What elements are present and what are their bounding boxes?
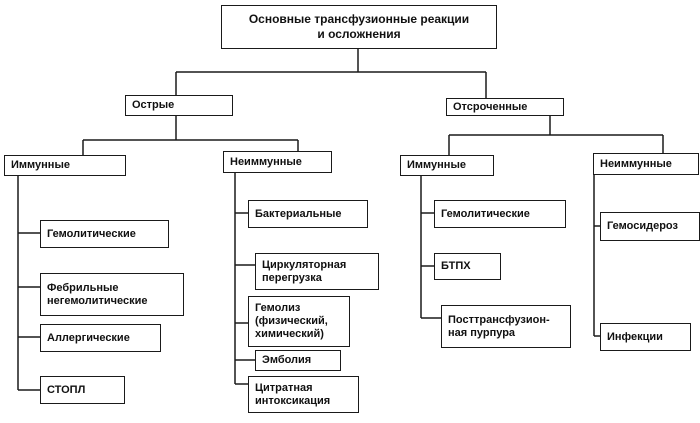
leaf-hemosiderosis: Гемосидероз [600,212,700,241]
leaf-gvhd: БТПХ [434,253,501,280]
delayed-immune-node: Иммунные [400,155,494,176]
leaf-label: Гемолитические [47,227,136,240]
leaf-citrate-intoxication: Цитратная интоксикация [248,376,359,413]
leaf-label: Инфекции [607,330,663,343]
acute-nonimmune-label: Неиммунные [230,155,302,168]
leaf-febrile: Фебрильные негемолитические [40,273,184,316]
acute-node: Острые [125,95,233,116]
leaf-label: Циркуляторная перегрузка [262,258,347,284]
leaf-circulatory-overload: Циркуляторная перегрузка [255,253,379,290]
leaf-allergic: Аллергические [40,324,161,352]
acute-immune-label: Иммунные [11,159,70,171]
leaf-label: Посттрансфузион- ная пурпура [448,313,550,339]
delayed-label: Отсроченные [453,100,528,113]
leaf-hemolytic-acute: Гемолитические [40,220,169,248]
root-node: Основные трансфузионные реакции и осложн… [221,5,497,49]
leaf-trali: СТОПЛ [40,376,125,404]
leaf-infections: Инфекции [600,323,691,351]
acute-label: Острые [132,99,175,111]
leaf-hemolysis: Гемолиз (физический, химический) [248,296,350,347]
leaf-label: СТОПЛ [47,383,86,396]
leaf-label: Цитратная интоксикация [255,381,331,407]
leaf-label: Бактериальные [255,207,342,220]
leaf-label: Гемолиз (физический, химический) [255,302,328,340]
delayed-immune-label: Иммунные [407,159,466,171]
acute-nonimmune-node: Неиммунные [223,151,332,173]
leaf-label: Эмболия [262,354,312,366]
leaf-label: Аллергические [47,331,130,344]
root-title: Основные трансфузионные реакции и осложн… [248,12,470,41]
leaf-hemolytic-delayed: Гемолитические [434,200,566,228]
leaf-bacterial: Бактериальные [248,200,368,228]
delayed-nonimmune-label: Неиммунные [600,157,672,170]
leaf-embolism: Эмболия [255,350,341,371]
leaf-label: Гемолитические [441,207,530,220]
leaf-label: Гемосидероз [607,220,678,232]
delayed-node: Отсроченные [446,98,564,116]
leaf-label: Фебрильные негемолитические [47,281,148,307]
acute-immune-node: Иммунные [4,155,126,176]
leaf-label: БТПХ [441,260,471,272]
leaf-post-transfusion-purpura: Посттрансфузион- ная пурпура [441,305,571,348]
delayed-nonimmune-node: Неиммунные [593,153,699,175]
